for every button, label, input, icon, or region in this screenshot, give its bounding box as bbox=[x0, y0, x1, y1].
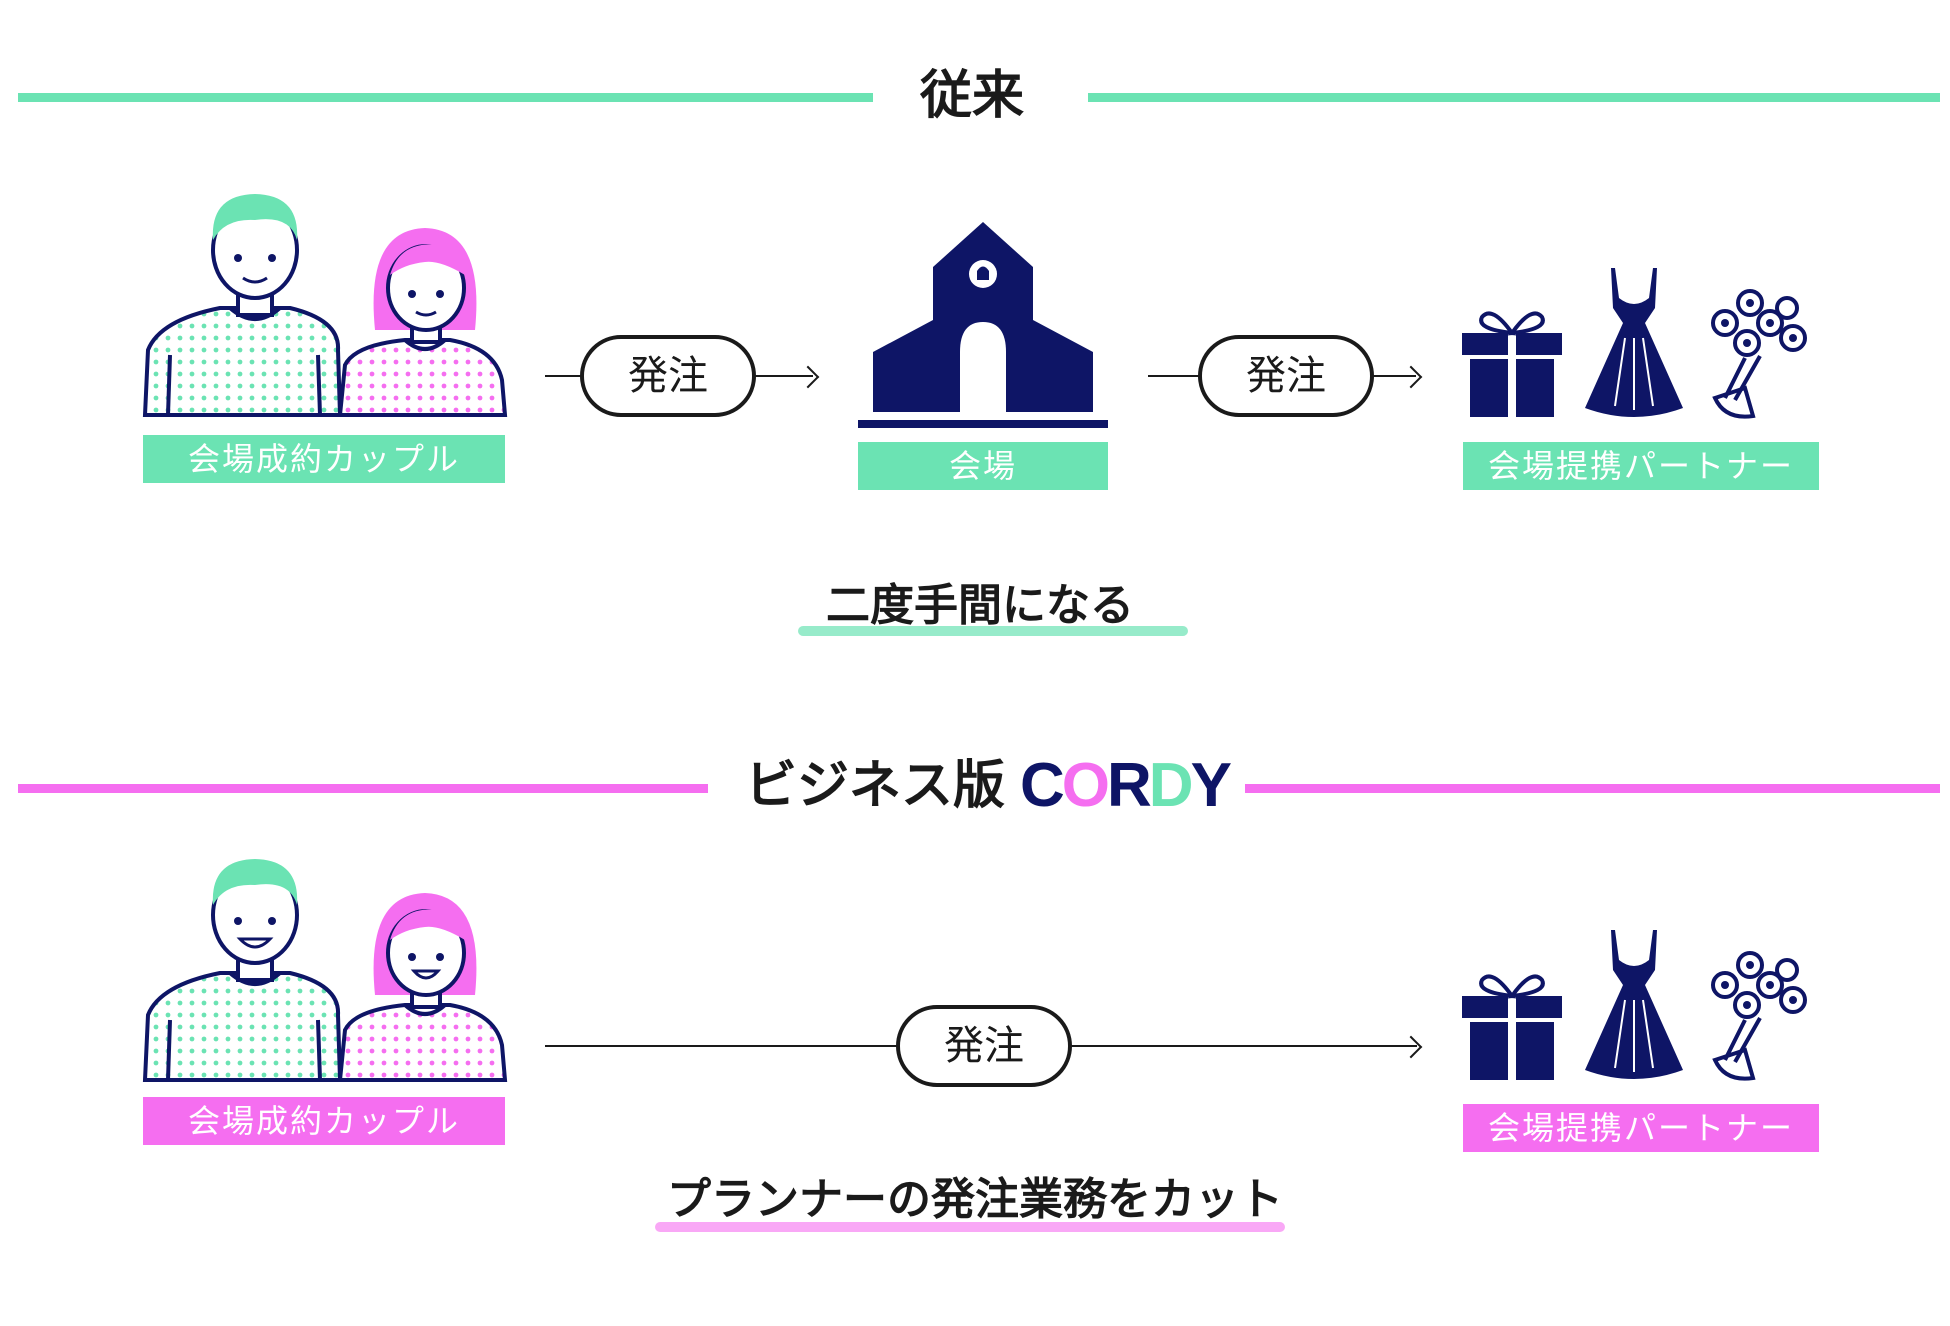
bouquet-icon-bottom bbox=[1711, 951, 1807, 1081]
top-note: 二度手間になる bbox=[826, 580, 1134, 631]
cordy-logo-letter: D bbox=[1148, 751, 1194, 820]
bottom-arrow-head bbox=[1399, 1035, 1423, 1059]
top-arrow-2-head bbox=[1399, 365, 1423, 389]
bottom-note-underline bbox=[655, 1222, 1285, 1232]
bottom-couple-label: 会場成約カップル bbox=[143, 1097, 505, 1145]
top-rule-right bbox=[1088, 93, 1940, 102]
bottom-note: プランナーの発注業務をカット bbox=[667, 1174, 1283, 1225]
cordy-logo-letter: C bbox=[1020, 751, 1065, 820]
top-order-pill-2: 発注 bbox=[1198, 335, 1374, 417]
bottom-order-pill: 発注 bbox=[896, 1005, 1072, 1087]
top-order-pill-1: 発注 bbox=[580, 335, 756, 417]
dress-icon-bottom bbox=[1585, 930, 1683, 1079]
top-note-underline bbox=[798, 626, 1188, 636]
top-couple-label: 会場成約カップル bbox=[143, 435, 505, 483]
gift-icon-bottom bbox=[1462, 974, 1562, 1080]
cordy-logo-text: CORDY bbox=[1020, 751, 1232, 820]
cordy-logo-letter: O bbox=[1061, 751, 1110, 820]
bottom-partner-label: 会場提携パートナー bbox=[1463, 1104, 1819, 1152]
couple-illustration bbox=[142, 194, 508, 417]
cordy-logo-letter: R bbox=[1107, 751, 1152, 820]
top-partner-label: 会場提携パートナー bbox=[1463, 442, 1819, 490]
bouquet-icon bbox=[1711, 289, 1807, 419]
couple-illustration-smiling bbox=[142, 859, 508, 1082]
top-venue-label: 会場 bbox=[858, 442, 1108, 490]
cordy-logo-letter: Y bbox=[1190, 751, 1232, 820]
top-arrow-1-head bbox=[796, 365, 820, 389]
bottom-section-title: ビジネス版 bbox=[745, 756, 1006, 816]
bottom-rule-left bbox=[18, 784, 708, 793]
gift-icon bbox=[1462, 311, 1562, 417]
cordy-logo: CORDY bbox=[1020, 751, 1232, 820]
top-rule-left bbox=[18, 93, 873, 102]
chapel-icon bbox=[858, 222, 1108, 428]
bottom-rule-right bbox=[1245, 784, 1940, 793]
top-section-title: 従来 bbox=[920, 66, 1025, 126]
dress-icon bbox=[1585, 268, 1683, 417]
